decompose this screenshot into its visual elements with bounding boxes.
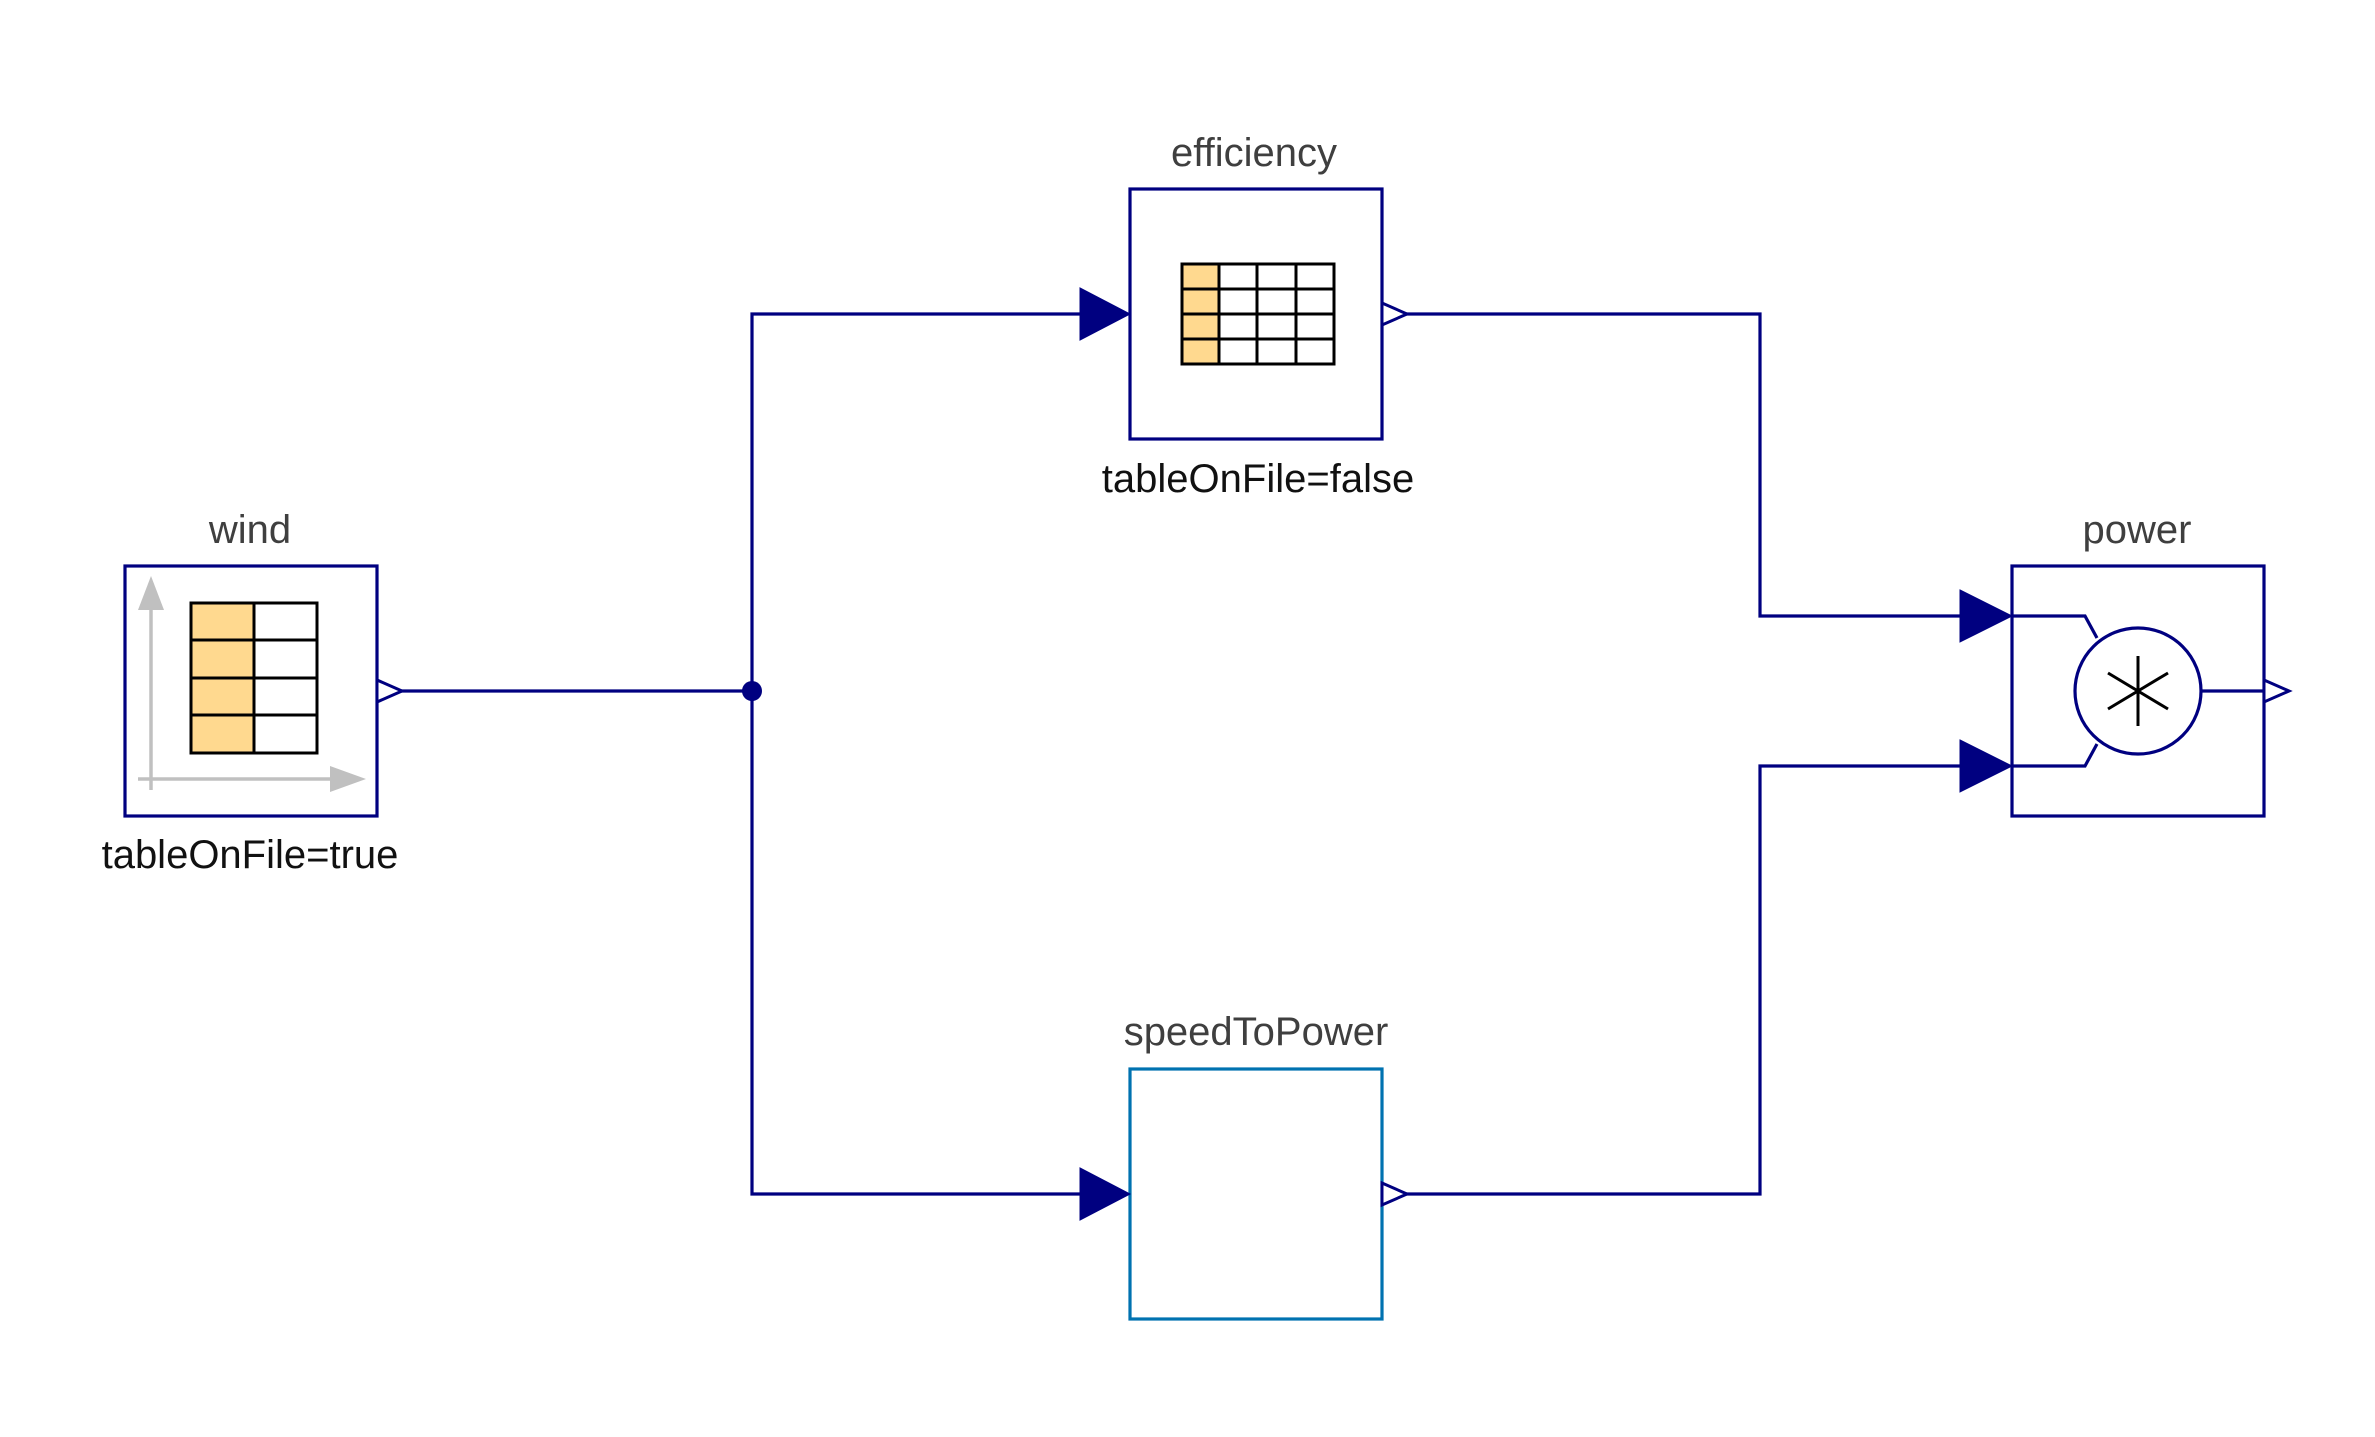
block-wind-param: tableOnFile=true [102,833,399,877]
block-power-input-port-1[interactable] [1959,589,2014,643]
block-speedtopower-output-port[interactable] [1380,1180,1411,1208]
block-speedtopower-frame[interactable] [1128,1067,1384,1321]
block-efficiency-param: tableOnFile=false [1102,457,1414,501]
block-efficiency-name: efficiency [1171,131,1337,175]
block-efficiency-input-port[interactable] [1079,287,1132,341]
wire-efficiency-to-power[interactable] [1402,312,1960,618]
block-speedtopower-name: speedToPower [1124,1010,1389,1054]
connections [400,312,1960,1196]
block-power-input-port-2[interactable] [1959,739,2014,793]
table-with-axes-icon [138,576,366,792]
block-wind-output-port[interactable] [375,677,406,705]
block-efficiency[interactable]: efficiency tableOnFile=false [1079,131,1414,501]
table-grid-icon [1180,262,1336,366]
block-power-output-port[interactable] [2262,677,2293,705]
junction-node[interactable] [742,681,762,701]
wire-junction-to-efficiency[interactable] [750,312,1080,691]
block-speedtopower-input-port[interactable] [1079,1167,1132,1221]
product-icon [2012,614,2264,768]
block-power[interactable]: power [1959,508,2293,818]
block-wind[interactable]: wind tableOnFile=true [102,508,406,877]
block-speedtopower[interactable]: speedToPower [1079,1010,1411,1321]
block-wind-name: wind [208,508,291,552]
wire-speedtopower-to-power[interactable] [1402,764,1960,1196]
block-efficiency-output-port[interactable] [1380,300,1411,328]
wire-junction-to-speedtopower[interactable] [750,691,1080,1196]
block-power-name: power [2083,508,2192,552]
